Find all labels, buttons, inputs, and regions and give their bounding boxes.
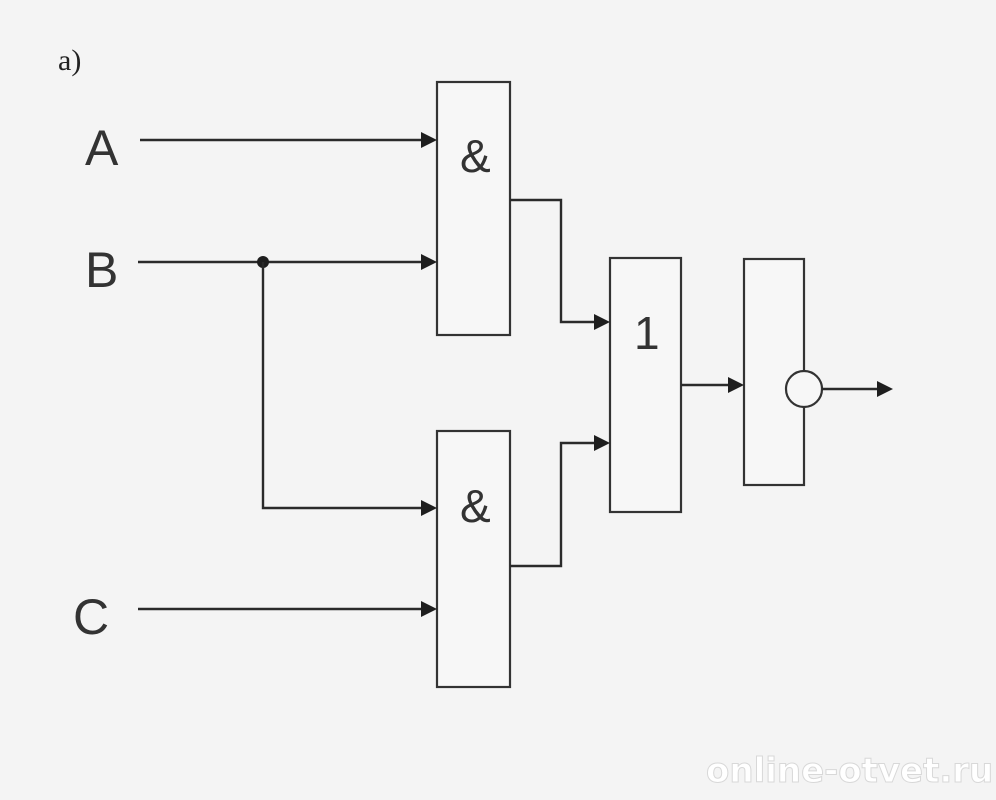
or-gate-symbol: 1: [634, 307, 660, 359]
wire-and-top-to-or: [510, 198, 603, 324]
arrow-b-top: [421, 254, 437, 270]
part-label: а): [58, 44, 81, 77]
arrow-c: [421, 601, 437, 617]
arrow-a: [421, 132, 437, 148]
input-label-c: C: [73, 589, 109, 645]
input-label-b: B: [85, 242, 118, 298]
arrow-or-input-top: [594, 314, 610, 330]
arrow-output: [877, 381, 893, 397]
wire-and-bottom-to-or: [510, 441, 603, 568]
input-label-a: A: [85, 120, 119, 176]
and-gate-top-symbol: &: [460, 130, 491, 182]
wire-b-to-and-bottom: [261, 262, 430, 510]
or-gate: 1: [608, 256, 683, 514]
arrow-not-input: [728, 377, 744, 393]
and-gate-bottom-symbol: &: [460, 480, 491, 532]
arrow-b-bottom: [421, 500, 437, 516]
watermark: online-otvet.ru: [706, 751, 993, 791]
arrow-or-input-bottom: [594, 435, 610, 451]
inversion-bubble: [784, 369, 824, 409]
not-gate: [742, 257, 824, 487]
and-gate-bottom: &: [435, 429, 512, 689]
and-gate-top: &: [435, 80, 512, 337]
